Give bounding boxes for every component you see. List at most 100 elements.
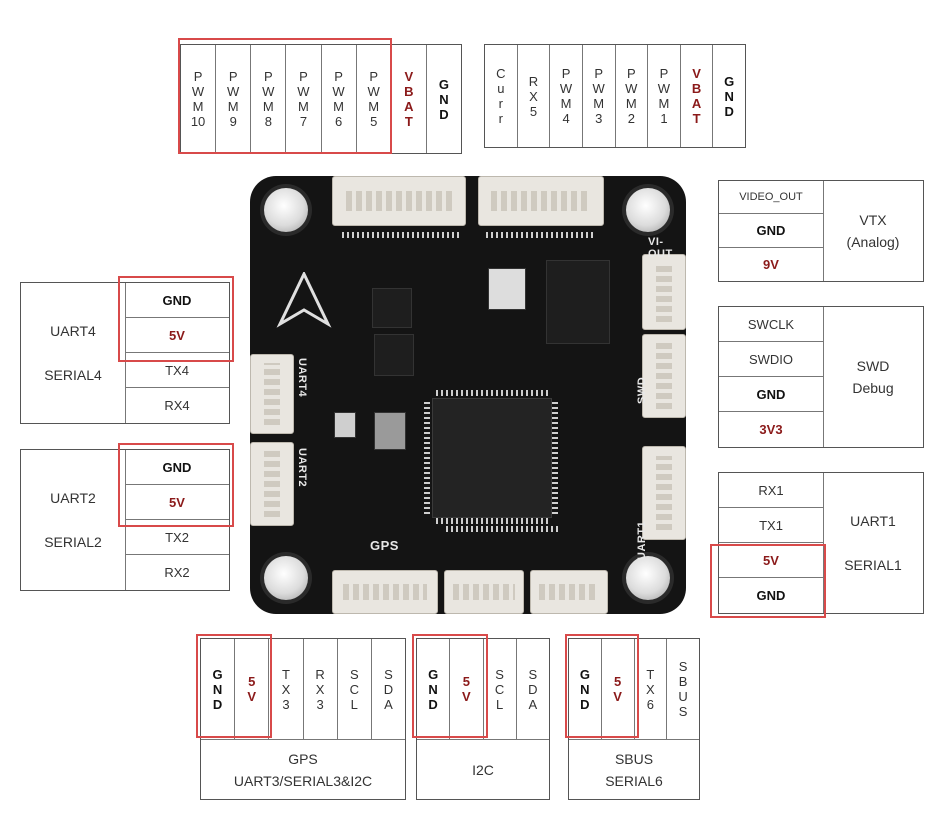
pin-label-char: 10 <box>190 114 206 129</box>
pin-label-char: C <box>496 66 506 81</box>
mount-hole-bottom-left <box>264 556 308 600</box>
pin-label-char: A <box>528 696 538 712</box>
pin-label-char: R <box>315 666 325 682</box>
silk-vi-out: VI-OUT <box>648 236 673 260</box>
pin-label-char: G <box>438 76 449 92</box>
pin-label-char: T <box>646 666 655 682</box>
pin-label-char: R <box>528 73 539 89</box>
connector-uart4 <box>250 354 294 434</box>
pin-label-char: P <box>299 69 308 84</box>
pin-label-char: M <box>227 99 239 114</box>
pin-label-char: M <box>368 99 380 114</box>
table-name-line: (Analog) <box>846 234 900 250</box>
table-name-line: SERIAL2 <box>44 534 102 550</box>
pin-label-char: r <box>498 111 503 126</box>
connector-gps <box>332 570 438 614</box>
pin-label-char: M <box>333 99 344 114</box>
pin-label-char: W <box>332 84 345 99</box>
chip-mcu <box>432 398 552 518</box>
pin-label-char: W <box>297 84 310 99</box>
connector-i2c <box>444 570 524 614</box>
pin-label-char: S <box>384 666 393 682</box>
pin-label-char: 7 <box>299 114 308 129</box>
pin-label-char: V <box>692 66 701 81</box>
pin-label-char: W <box>625 81 638 96</box>
pin-label-char: U <box>678 689 688 704</box>
pin-label-char: M <box>593 96 605 111</box>
pin-label-char: G <box>428 666 439 682</box>
pin-label-char: W <box>367 84 380 99</box>
mount-hole-bottom-right <box>626 556 670 600</box>
vtx-pin-9v: 9V <box>763 256 779 272</box>
pin-label-char: S <box>495 666 504 682</box>
connector-swd <box>642 334 686 418</box>
table-name-line: Debug <box>852 380 894 396</box>
pin-label-char: T <box>692 111 701 126</box>
pin-label-char: X <box>315 681 325 697</box>
pin-label-char: B <box>691 81 702 96</box>
pin-label-char: B <box>404 84 414 99</box>
pin-label-char: W <box>262 84 275 99</box>
pin-label-char: 5 <box>462 674 470 689</box>
pin-label-char: P <box>659 66 669 81</box>
pin-label-char: G <box>579 666 590 682</box>
pin-label-char: M <box>625 96 637 111</box>
pin-label-char: D <box>212 696 223 712</box>
pin-label-char: 4 <box>562 111 570 126</box>
pin-label-char: W <box>191 84 205 99</box>
brand-logo-icon <box>276 272 332 328</box>
pin-label-char: P <box>594 66 604 81</box>
pin-label-char: T <box>404 114 413 129</box>
uart2-pin-5v: 5V <box>125 485 229 520</box>
uart1-pin-gnd: GND <box>756 588 786 603</box>
uart4-pin-rx4: RX4 <box>164 398 190 413</box>
chip-regulator <box>372 288 412 328</box>
pin-label-char: G <box>212 666 223 682</box>
pin-label-char: 8 <box>264 114 272 129</box>
flight-controller-board: VI-OUT UART4 UART2 GPS SWD UART1 <box>250 176 686 614</box>
connector-vtx <box>642 254 686 330</box>
pin-label-char: S <box>349 666 359 682</box>
mcu-pins-left <box>424 402 430 514</box>
vtx-pin-gnd: GND <box>719 214 823 248</box>
pin-label-char: A <box>384 696 393 712</box>
connector-top-right <box>478 176 604 226</box>
pin-label-char: D <box>383 681 394 697</box>
uart2-pin-gnd: GND <box>125 450 229 485</box>
pin-label-char: B <box>678 674 688 689</box>
uart1-pin-tx1: TX1 <box>719 508 823 543</box>
pin-label-char: M <box>262 99 274 114</box>
pin-label-char: 1 <box>660 111 668 126</box>
pin-label-char: S <box>528 666 538 682</box>
silk-uart1: UART1 <box>636 520 648 560</box>
pin-label-char: G <box>724 73 735 89</box>
pin-label-char: X <box>646 681 655 697</box>
pin-label-char: L <box>496 696 504 712</box>
pin-label-char: P <box>561 66 571 81</box>
table-divider <box>125 283 126 423</box>
vtx-name: VTX(Analog) <box>823 181 923 281</box>
chip-baro <box>334 412 356 438</box>
swd-pin-swclk: SWCLK <box>719 307 823 342</box>
